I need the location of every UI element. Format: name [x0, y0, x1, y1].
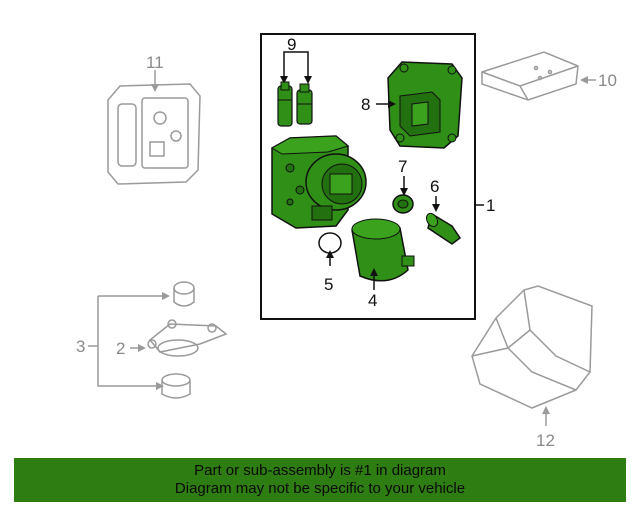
- callout-3[interactable]: 3: [76, 337, 85, 356]
- part-6-cylinder[interactable]: [424, 211, 462, 245]
- part-8-control-module[interactable]: [387, 61, 463, 149]
- callout-11[interactable]: 11: [146, 53, 164, 72]
- footer-line-1: Part or sub-assembly is #1 in diagram: [194, 462, 446, 479]
- callout-5[interactable]: 5: [324, 275, 333, 294]
- footer-banner: Part or sub-assembly is #1 in diagram Di…: [14, 458, 626, 502]
- part-4-canister[interactable]: [351, 218, 415, 282]
- callout-7[interactable]: 7: [398, 157, 407, 176]
- callout-8[interactable]: 8: [361, 95, 370, 114]
- callout-9[interactable]: 9: [287, 35, 296, 54]
- part-3-bushing[interactable]: [161, 373, 191, 399]
- part-3-mount[interactable]: [147, 319, 228, 357]
- callout-1[interactable]: 1: [486, 196, 495, 215]
- assembly-box: [260, 33, 476, 320]
- part-12-bracket[interactable]: [471, 285, 593, 409]
- part-abs-hydraulic-unit[interactable]: [271, 135, 367, 229]
- callout-12[interactable]: 12: [536, 431, 555, 450]
- callout-6[interactable]: 6: [430, 177, 439, 196]
- callout-2[interactable]: 2: [116, 339, 125, 358]
- part-11-module[interactable]: [107, 83, 201, 185]
- callout-10[interactable]: 10: [598, 71, 617, 90]
- part-10-bracket[interactable]: [481, 51, 579, 101]
- part-3-cap[interactable]: [173, 281, 195, 307]
- callout-4[interactable]: 4: [368, 291, 377, 310]
- part-9-sensors[interactable]: [277, 51, 313, 127]
- footer-line-2: Diagram may not be specific to your vehi…: [174, 480, 466, 497]
